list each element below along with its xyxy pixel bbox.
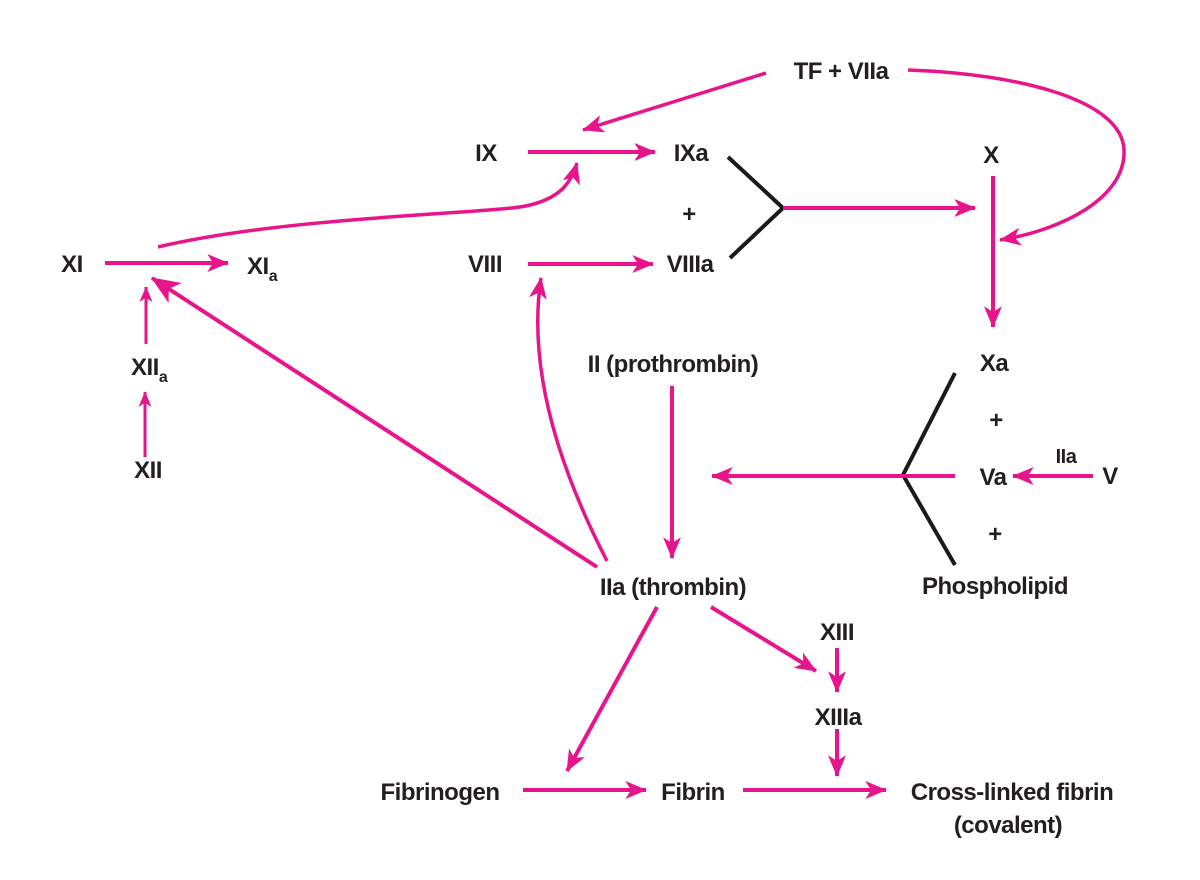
label-prothrombin: II (prothrombin): [588, 351, 759, 378]
arrow-xia-to-ix: [157, 162, 580, 249]
bracket-prothrombinase-complex: [900, 372, 957, 567]
label-fibrin: Fibrin: [661, 779, 725, 806]
bracket-tenase-complex: [726, 155, 786, 260]
label-plus-upper: +: [989, 407, 1003, 434]
label-factor-x: X: [983, 142, 999, 169]
label-crosslinked-fibrin: Cross-linked fibrin: [911, 779, 1114, 806]
arrow-iia-to-viii: [528, 277, 609, 562]
label-fibrinogen: Fibrinogen: [381, 779, 500, 806]
label-factor-xiiia: XIIIa: [815, 704, 863, 731]
label-phospholipid: Phospholipid: [922, 573, 1068, 600]
label-thrombin: IIa (thrombin): [600, 574, 746, 601]
label-factor-xiia: XIIa: [131, 354, 168, 386]
label-plus-tenase: +: [682, 201, 696, 228]
label-factor-v: V: [1102, 463, 1118, 490]
label-factor-xa: Xa: [980, 350, 1010, 377]
arrow-iia-to-xi: [150, 276, 599, 569]
label-factor-viiia: VIIIa: [667, 251, 715, 278]
label-tf-viia: TF + VIIa: [794, 58, 890, 85]
label-factor-ixa: IXa: [674, 140, 710, 167]
arrow-tfviia-to-ix: [582, 71, 767, 133]
label-factor-xia: XIa: [247, 253, 278, 285]
label-factor-xiia-subscript: a: [159, 369, 168, 386]
label-plus-lower: +: [988, 521, 1002, 548]
arrow-tfviia-to-x: [907, 68, 1126, 246]
label-factor-xia-subscript: a: [269, 268, 278, 285]
label-factor-viii: VIII: [468, 251, 502, 278]
label-factor-xia-main: XI: [247, 253, 269, 280]
label-iia-catalyst: IIa: [1056, 446, 1078, 468]
label-factor-xiii: XIII: [820, 619, 854, 646]
arrow-iia-to-xiii: [709, 605, 818, 673]
arrow-iia-to-fibrin-step: [565, 606, 659, 772]
label-factor-ix: IX: [475, 140, 497, 167]
label-covalent: (covalent): [954, 812, 1062, 839]
label-factor-va: Va: [979, 464, 1007, 491]
label-factor-xii: XII: [134, 457, 162, 484]
label-factor-xi: XI: [61, 251, 83, 278]
label-factor-xiia-main: XII: [131, 354, 159, 381]
